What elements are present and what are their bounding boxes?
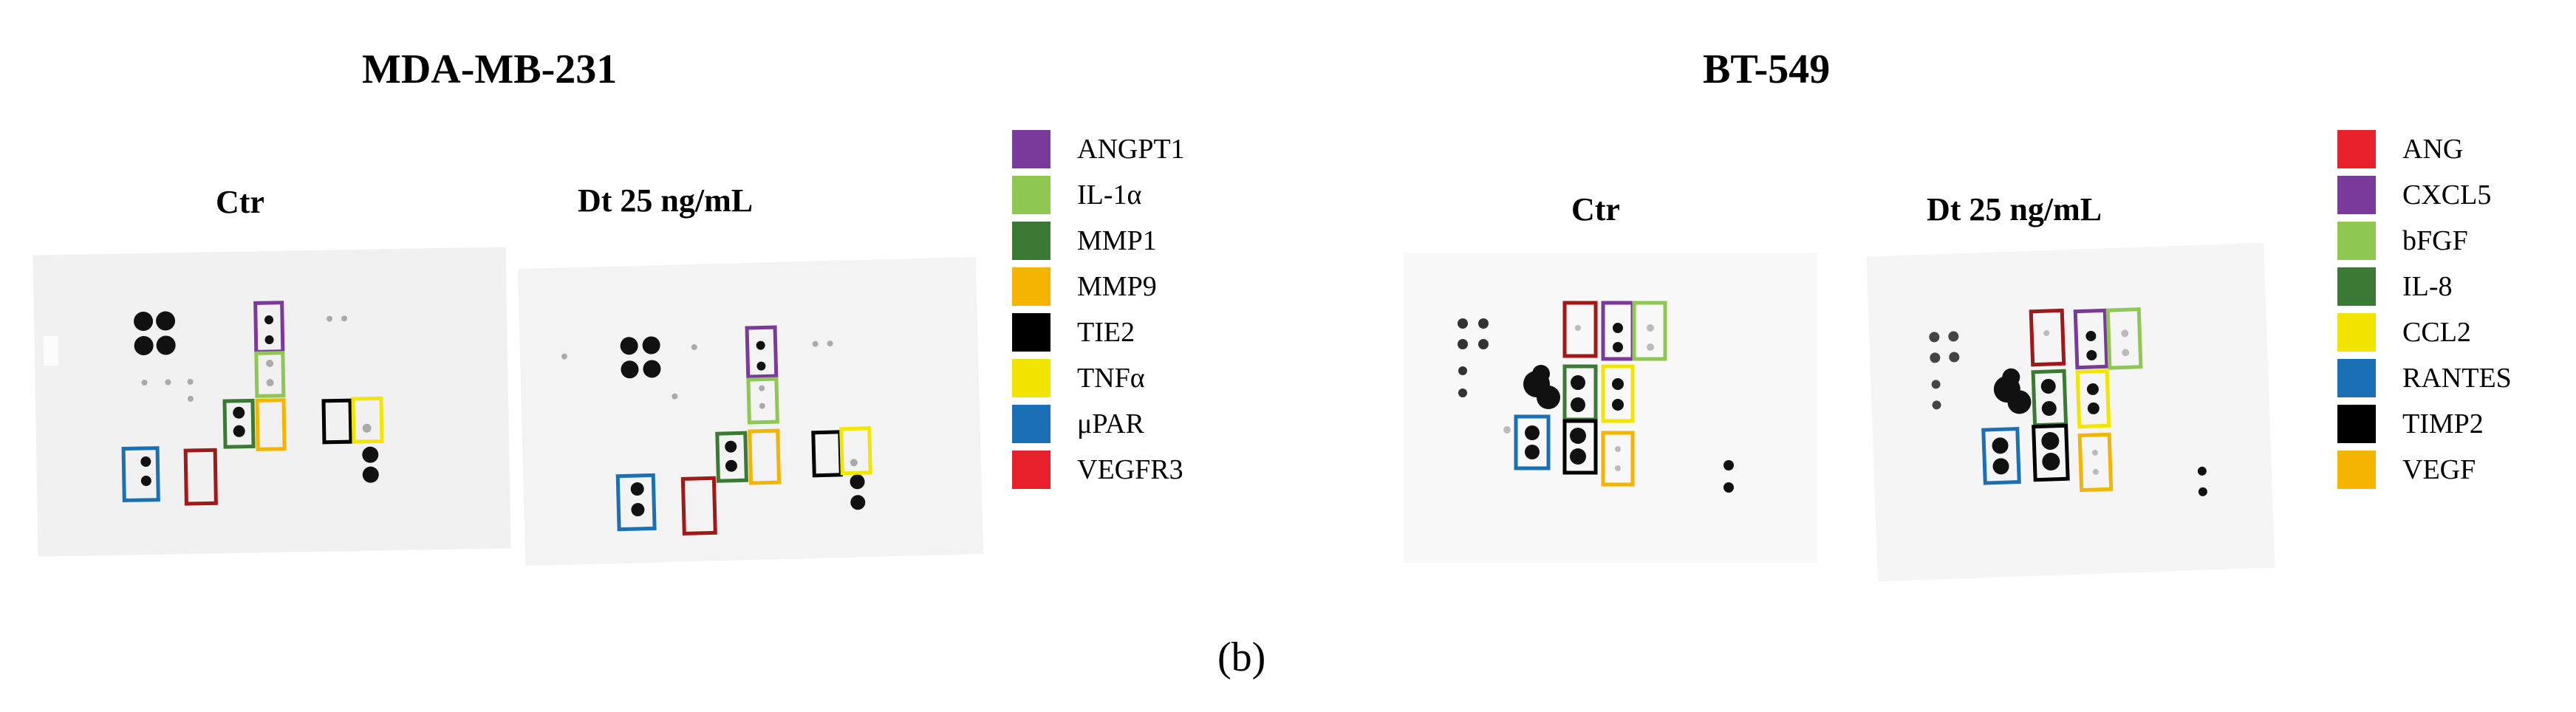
legend-label: VEGFR3 [1077,454,1183,485]
legend-swatch-vegf [2337,451,2376,489]
condition-label-mda-ctr: Ctr [216,184,264,220]
legend-swatch-ang [2337,130,2376,168]
legend-label: IL-1α [1077,179,1142,210]
legend-label: CXCL5 [2402,179,2492,210]
legend-swatch-tnfa [1012,359,1050,397]
legend-label: TIMP2 [2402,408,2484,439]
legend-swatch-mmp1 [1012,222,1050,260]
legend-swatch-timp2 [2337,405,2376,443]
legend-item: RANTES [2337,356,2512,400]
condition-label-bt-ctr: Ctr [1571,191,1620,227]
legend-label: MMP9 [1077,271,1157,302]
legend-label: ANGPT1 [1077,134,1185,165]
legend-swatch-mmp9 [1012,267,1050,306]
legend-item: VEGF [2337,448,2512,492]
blot-image-mda-ctr [33,247,511,557]
legend-swatch-cxcl5 [2337,176,2376,214]
legend-label: RANTES [2402,363,2512,394]
legend-swatch-rantes [2337,359,2376,397]
figure-panel-label: (b) [1217,634,1266,680]
legend-item: MMP1 [1012,219,1185,263]
legend-swatch-angpt1 [1012,130,1050,168]
legend-swatch-il-1a [1012,176,1050,214]
legend-item: TIE2 [1012,310,1185,355]
legend-swatch-il-8 [2337,267,2376,306]
legend-swatch-vegfr3 [1012,451,1050,489]
legend-bt-549: ANG CXCL5 bFGF IL-8 CCL2 RANTES TIMP2 V [2337,127,2512,493]
legend-swatch-bfgf [2337,222,2376,260]
blot-image-mda-dt [517,256,984,566]
legend-label: ANG [2402,134,2464,165]
legend-item: TNFα [1012,356,1185,400]
legend-label: TNFα [1077,363,1145,394]
panel-title-mda-mb-231: MDA-MB-231 [362,47,618,92]
legend-label: IL-8 [2402,271,2453,302]
legend-item: CCL2 [2337,310,2512,355]
legend-label: CCL2 [2402,317,2471,348]
legend-label: TIE2 [1077,317,1135,348]
legend-swatch-tie2 [1012,313,1050,352]
condition-label-mda-dt: Dt 25 ng/mL [578,182,754,219]
legend-label: bFGF [2402,225,2468,256]
legend-item: IL-1α [1012,173,1185,217]
blot-image-bt-ctr [1404,253,1817,563]
legend-item: MMP9 [1012,264,1185,309]
legend-swatch-upar [1012,405,1050,443]
legend-label: μPAR [1077,408,1144,439]
legend-item: VEGFR3 [1012,448,1185,492]
condition-label-bt-dt: Dt 25 ng/mL [1927,191,2102,227]
legend-item: TIMP2 [2337,402,2512,446]
legend-label: MMP1 [1077,225,1157,256]
legend-mda-mb-231: ANGPT1 IL-1α MMP1 MMP9 TIE2 TNFα μPAR V [1012,127,1185,493]
legend-item: μPAR [1012,402,1185,446]
legend-label: VEGF [2402,454,2476,485]
legend-item: bFGF [2337,219,2512,263]
legend-item: ANG [2337,127,2512,171]
legend-swatch-ccl2 [2337,313,2376,352]
legend-item: CXCL5 [2337,173,2512,217]
blot-image-bt-dt [1866,242,2275,582]
legend-item: IL-8 [2337,264,2512,309]
legend-item: ANGPT1 [1012,127,1185,171]
panel-title-bt-549: BT-549 [1703,47,1831,92]
